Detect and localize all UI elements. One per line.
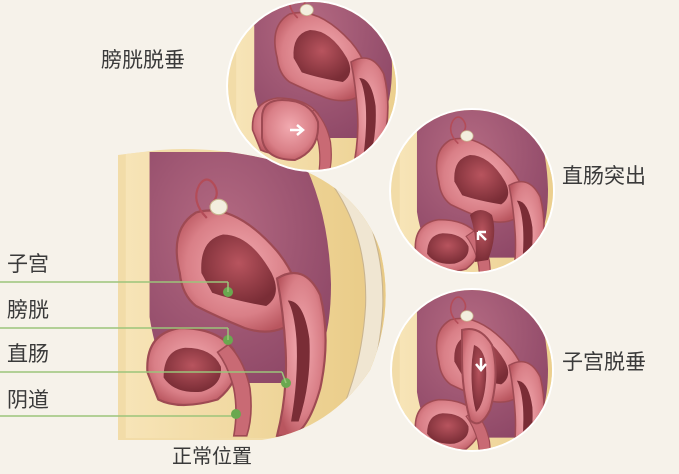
normal-position-figure [118,149,398,440]
label-rectum: 直肠 [7,344,49,365]
uterine-prolapse-title: 子宫脱垂 [562,352,646,373]
bladder-prolapse-title: 膀胱脱垂 [101,50,185,71]
label-bladder: 膀胱 [7,300,49,321]
rectal-prolapse-title: 直肠突出 [562,166,646,187]
label-vagina: 阴道 [7,390,49,411]
label-uterus: 子宫 [7,254,49,275]
normal-position-caption: 正常位置 [172,446,252,466]
uterine-prolapse-inset [390,278,597,470]
rectal-prolapse-inset [389,98,597,296]
